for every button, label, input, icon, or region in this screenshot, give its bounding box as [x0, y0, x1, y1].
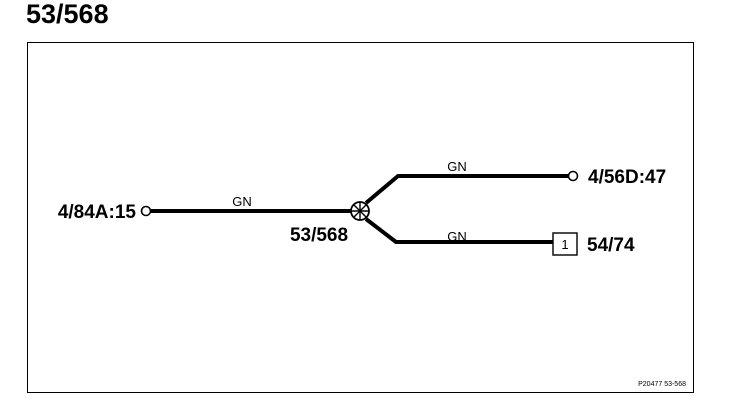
wire-upper-branch — [364, 174, 568, 205]
pin-box-number: 1 — [561, 237, 568, 252]
wire-color-lower: GN — [447, 229, 467, 244]
pin-box — [552, 232, 578, 256]
page-title: 53/568 — [26, 0, 109, 29]
connector-left-label: 4/84A:15 — [58, 202, 137, 223]
reference-code: P20477 53-568 — [638, 381, 686, 388]
wire-color-upper: GN — [447, 159, 467, 174]
wire-lower-branch — [364, 217, 553, 244]
connector-bottom-right-label: 54/74 — [587, 235, 635, 256]
diagram-frame — [27, 42, 694, 393]
splice-icon — [350, 201, 370, 221]
connector-top-right-label: 4/56D:47 — [588, 167, 666, 188]
terminal-top-right — [567, 170, 579, 182]
wire-color-main: GN — [232, 194, 252, 209]
splice-label: 53/568 — [290, 225, 348, 246]
terminal-left — [140, 205, 152, 217]
